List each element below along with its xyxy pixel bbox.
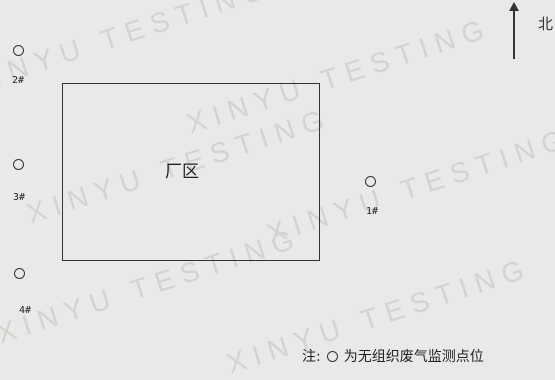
- monitoring-point-1: [365, 176, 376, 187]
- legend: 注: 为无组织废气监测点位: [302, 346, 484, 366]
- monitoring-point-3-label: 3#: [13, 192, 26, 203]
- monitoring-point-4-label: 4#: [19, 305, 32, 316]
- legend-prefix: 注:: [302, 349, 321, 365]
- monitoring-point-2: [13, 45, 24, 56]
- legend-text: 为无组织废气监测点位: [343, 349, 484, 365]
- monitoring-point-4: [14, 268, 25, 279]
- plant-label: 厂区: [165, 162, 199, 182]
- monitoring-point-1-label: 1#: [366, 206, 379, 217]
- north-arrow-icon: [513, 5, 515, 59]
- plant-boundary: [62, 83, 320, 261]
- circle-icon: [326, 350, 338, 362]
- monitoring-point-3: [13, 159, 24, 170]
- north-label: 北: [538, 15, 554, 33]
- monitoring-point-2-label: 2#: [12, 75, 25, 86]
